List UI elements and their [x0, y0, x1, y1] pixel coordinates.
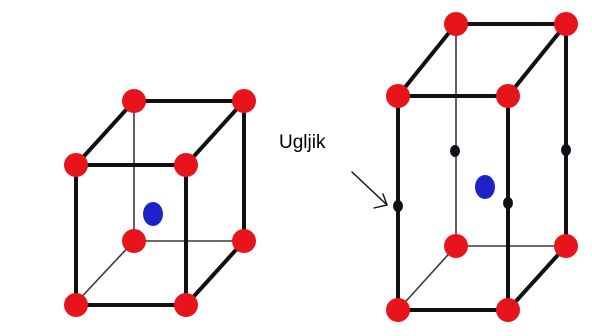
carbon-atom [561, 144, 571, 156]
annotation-arrow [351, 171, 388, 209]
lattice-atom [444, 234, 468, 258]
lattice-atom [386, 84, 410, 108]
lattice-atom [174, 293, 198, 317]
lattice-atom [554, 12, 578, 36]
tetragonal-cell [386, 12, 578, 322]
carbon-annotation-label: Ugljik [279, 132, 326, 153]
carbon-atom [503, 197, 513, 209]
cubic-back-edges [73, 101, 244, 306]
cubic-corner-atoms [64, 89, 256, 317]
lattice-atom [174, 153, 198, 177]
carbon-atom [450, 145, 460, 157]
tetragonal-lattice-atoms [386, 12, 578, 322]
lattice-atom [122, 89, 146, 113]
lattice-atom [496, 84, 520, 108]
cubic-front-edges [74, 99, 246, 307]
cubic-center-atom [143, 202, 163, 226]
tetragonal-front-edges [396, 22, 568, 312]
lattice-atom [64, 293, 88, 317]
lattice-atom [64, 153, 88, 177]
lattice-atom [496, 298, 520, 322]
cubic-cell [64, 89, 256, 317]
lattice-atom [444, 12, 468, 36]
carbon-atom [393, 200, 403, 212]
lattice-atom [122, 229, 146, 253]
carbon-atoms [393, 144, 571, 212]
lattice-atom [232, 229, 256, 253]
lattice-atom [386, 298, 410, 322]
tetragonal-back-edges [397, 24, 566, 311]
lattice-atom [554, 234, 578, 258]
lattice-atom [232, 89, 256, 113]
tetragonal-center-atom [475, 175, 495, 199]
